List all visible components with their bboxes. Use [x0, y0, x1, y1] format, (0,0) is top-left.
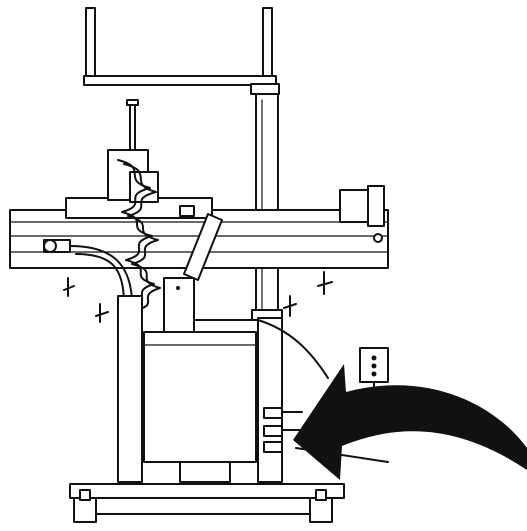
base-frame — [69, 483, 345, 523]
control-ports — [263, 407, 303, 453]
helical-spring — [117, 159, 161, 311]
vertical-column — [250, 83, 283, 321]
pendant-box — [359, 347, 389, 393]
support-strut — [183, 213, 223, 281]
wing-screws — [63, 271, 333, 323]
top-handle-frame — [83, 7, 277, 86]
base-cabinet — [117, 295, 283, 483]
callout-arrow-icon — [293, 364, 527, 480]
control-box — [163, 277, 259, 337]
